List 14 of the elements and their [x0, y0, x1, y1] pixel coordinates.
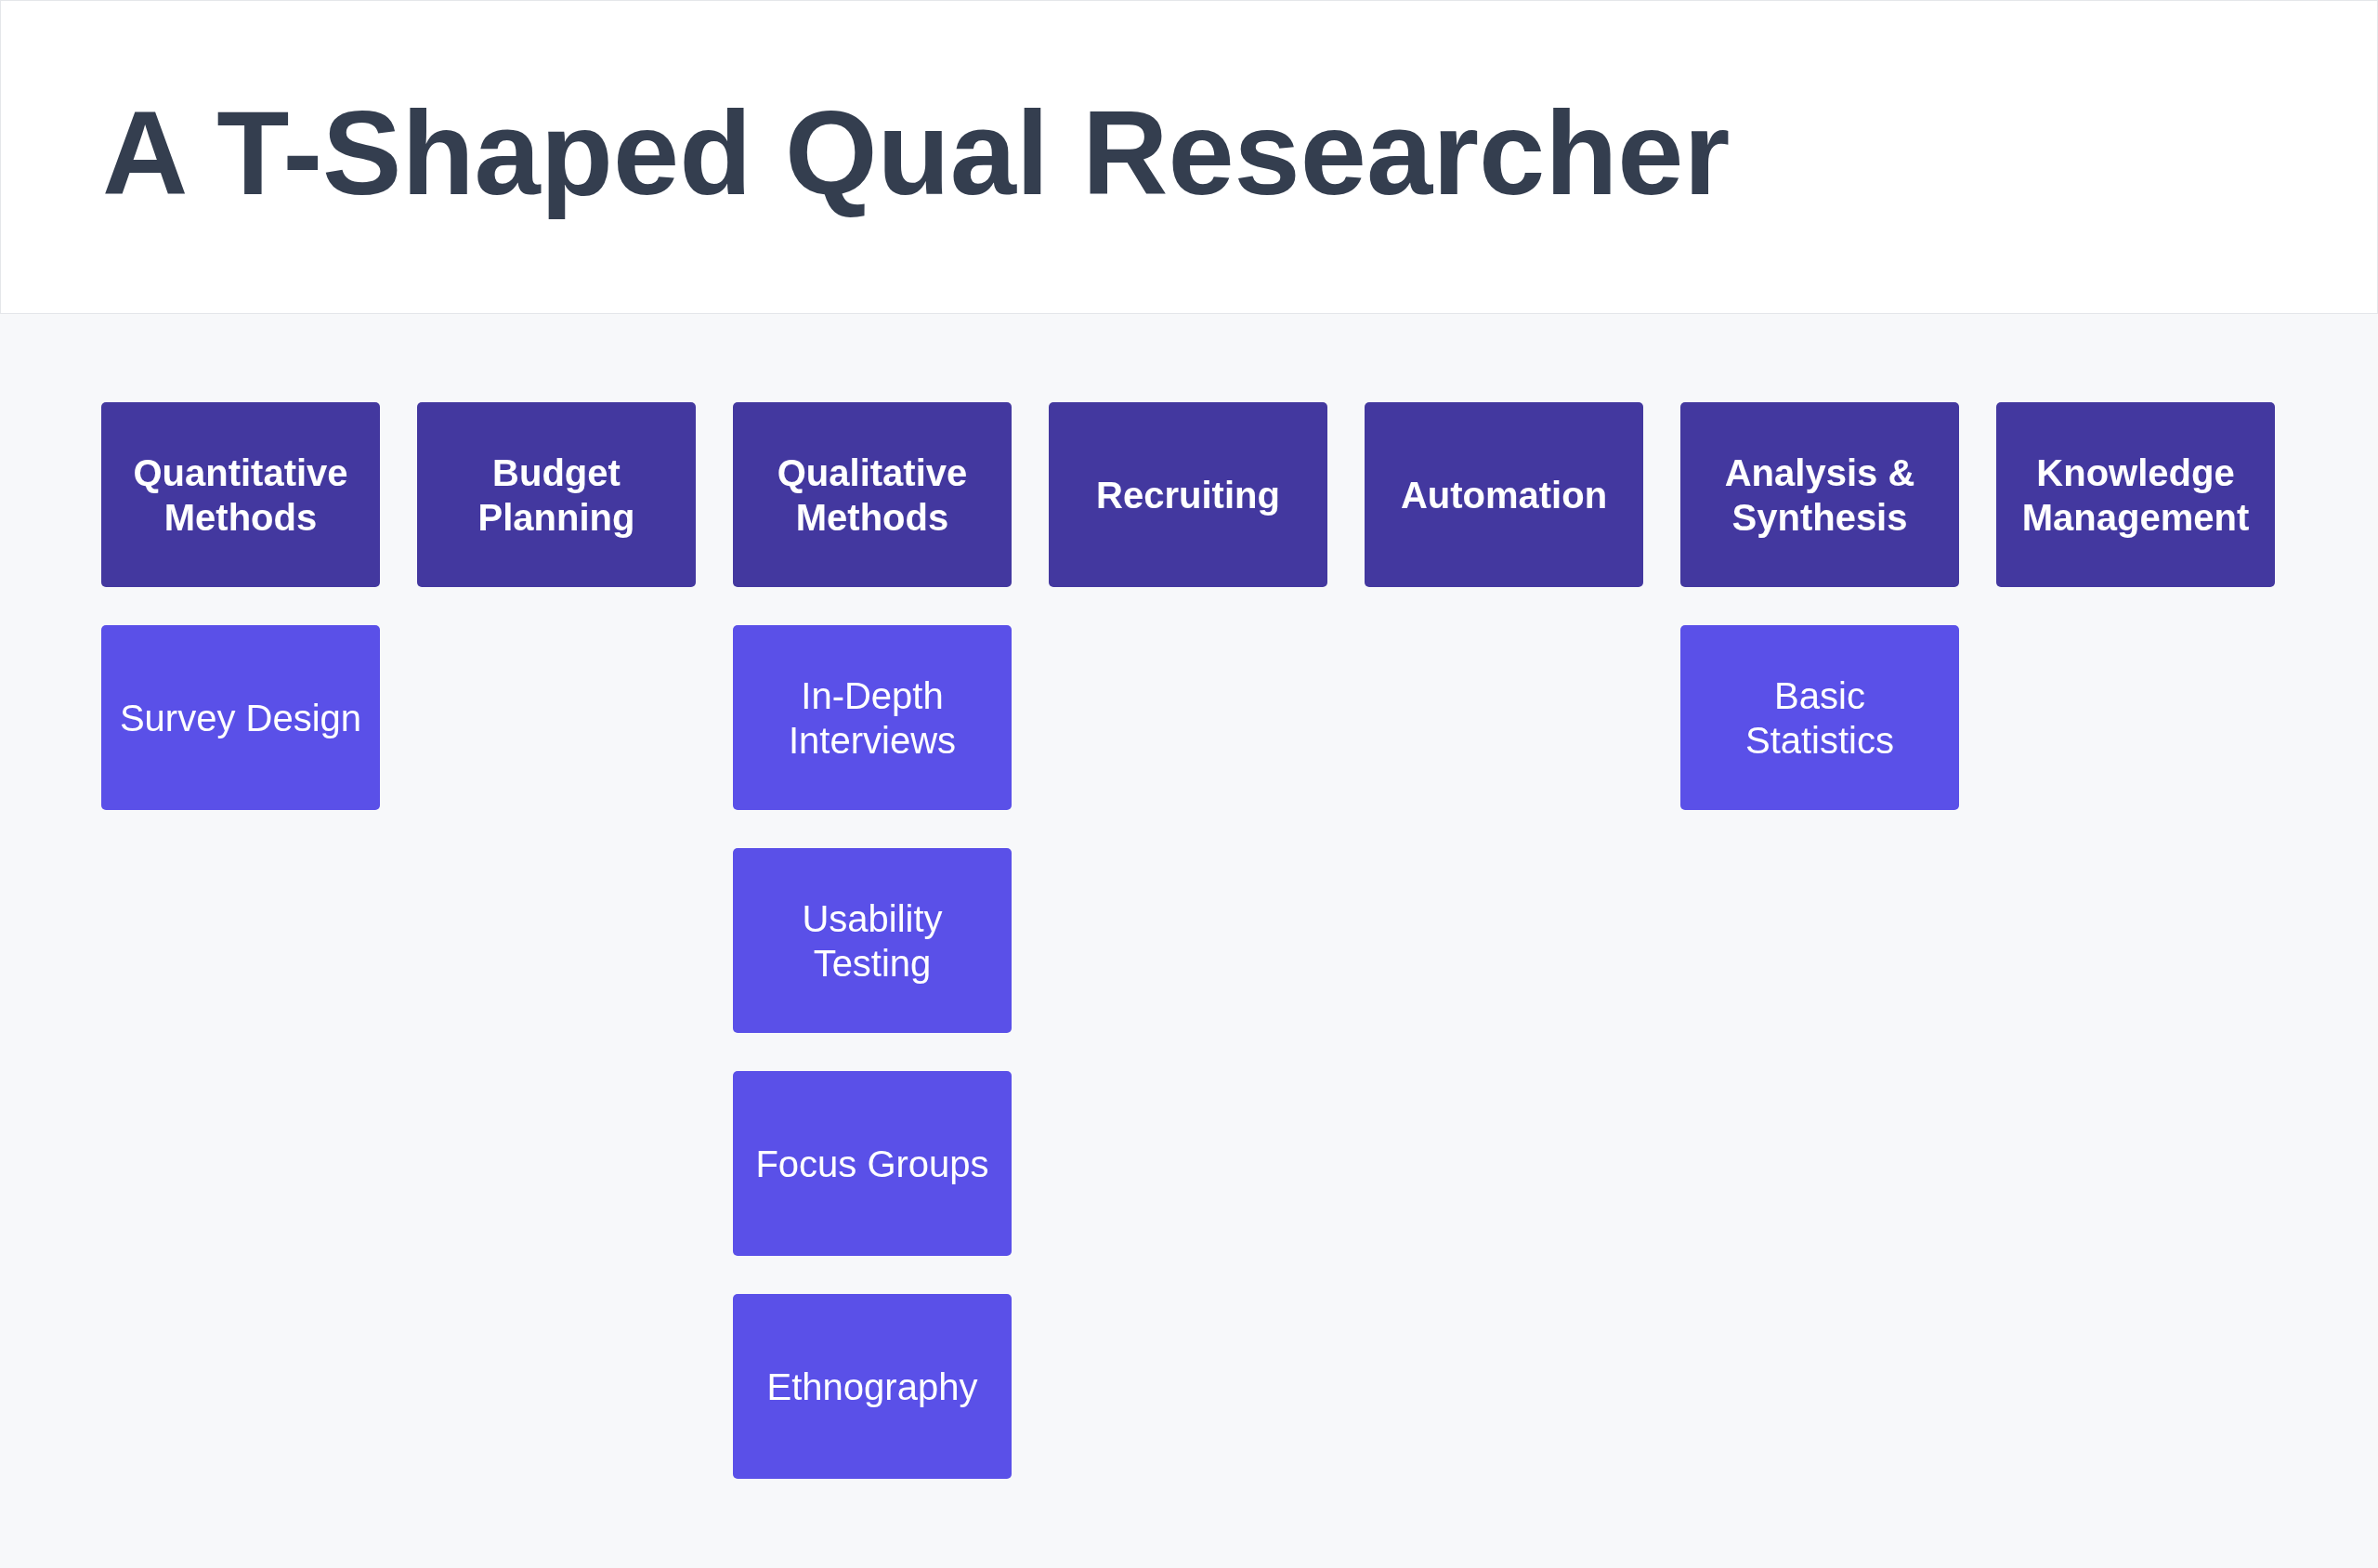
- skill-category-box: Recruiting: [1049, 402, 1327, 587]
- skill-category-box: Automation: [1365, 402, 1643, 587]
- skill-category-box: Knowledge Management: [1996, 402, 2275, 587]
- skill-category-box: Budget Planning: [417, 402, 696, 587]
- title: A T-Shaped Qual Researcher: [102, 88, 1731, 219]
- skill-box: In-Depth Interviews: [733, 625, 1012, 810]
- skill-category-box: Quantitative Methods: [101, 402, 380, 587]
- skill-box: Basic Statistics: [1680, 625, 1959, 810]
- skill-box: Ethnography: [733, 1294, 1012, 1479]
- skill-box: Usability Testing: [733, 848, 1012, 1033]
- skill-box: Survey Design: [101, 625, 380, 810]
- skill-category-box: Qualitative Methods: [733, 402, 1012, 587]
- skill-category-box: Analysis & Synthesis: [1680, 402, 1959, 587]
- skill-box: Focus Groups: [733, 1071, 1012, 1256]
